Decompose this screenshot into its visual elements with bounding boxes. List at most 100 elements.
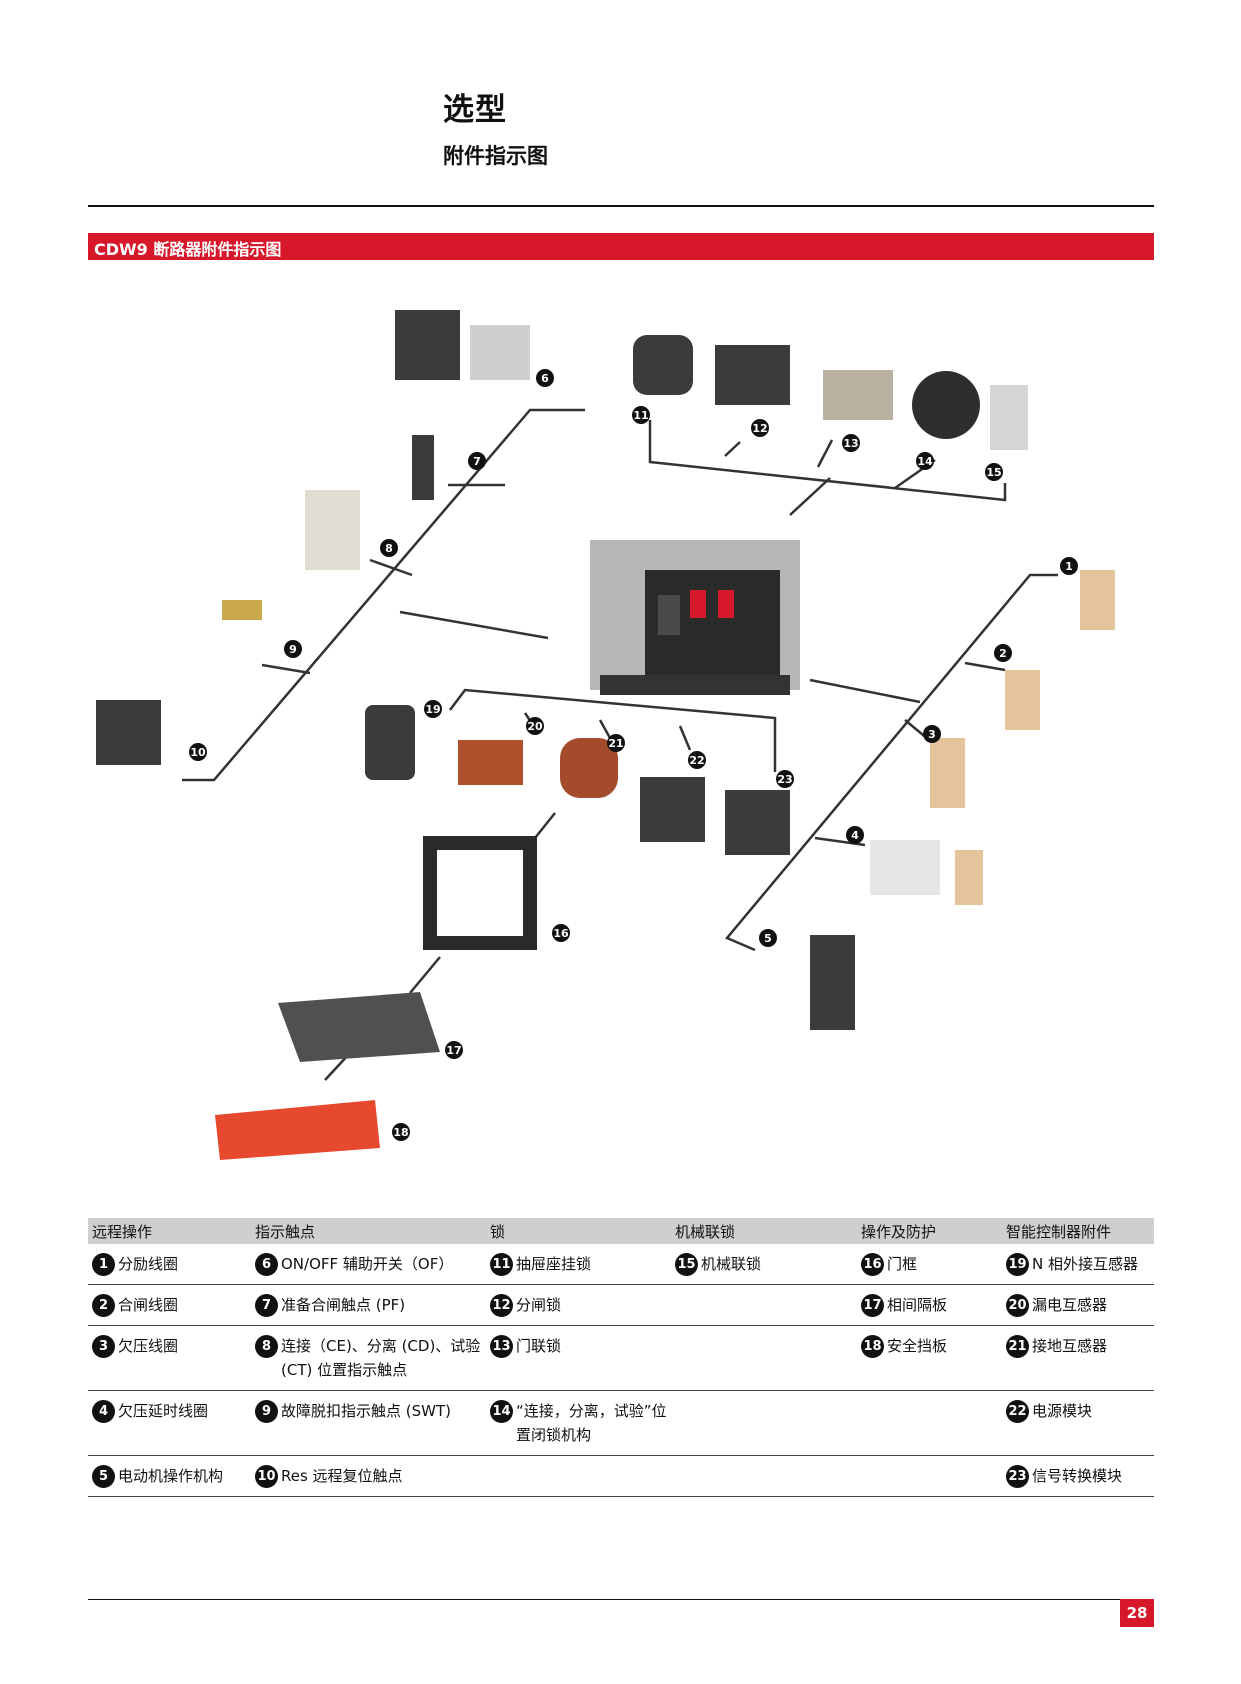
accessory-label: Res 远程复位触点 bbox=[281, 1467, 403, 1485]
callout-16: 16 bbox=[552, 924, 570, 942]
number-badge: 17 bbox=[861, 1294, 884, 1317]
callout-8: 8 bbox=[380, 539, 398, 557]
number-badge: 10 bbox=[255, 1465, 278, 1488]
callout-18: 18 bbox=[392, 1123, 410, 1141]
callout-badges: 1 2 3 4 5 6 7 8 9 10 11 12 13 14 15 16 1… bbox=[189, 369, 1078, 1141]
svg-text:11: 11 bbox=[633, 409, 648, 422]
accessory-label: 信号转换模块 bbox=[1032, 1467, 1123, 1485]
table-cell bbox=[486, 1455, 671, 1497]
accessory-label: 准备合闸触点 (PF) bbox=[281, 1296, 406, 1314]
table-cell bbox=[671, 1390, 857, 1456]
svg-text:22: 22 bbox=[689, 754, 704, 767]
svg-text:7: 7 bbox=[473, 455, 481, 468]
banner-title: CDW9 断路器附件指示图 bbox=[94, 240, 282, 259]
table-cell bbox=[671, 1325, 857, 1391]
accessory-label: 安全挡板 bbox=[887, 1337, 948, 1355]
page-number: 28 bbox=[1120, 1599, 1154, 1627]
table-cell bbox=[857, 1390, 1002, 1456]
svg-text:20: 20 bbox=[527, 720, 543, 733]
accessory-label: 门框 bbox=[887, 1255, 918, 1273]
svg-text:3: 3 bbox=[928, 728, 936, 741]
number-badge: 23 bbox=[1006, 1465, 1029, 1488]
page-title: 选型 bbox=[443, 92, 507, 128]
accessory-label: 门联锁 bbox=[516, 1337, 562, 1355]
number-badge: 18 bbox=[861, 1335, 884, 1358]
col-header: 指示触点 bbox=[251, 1218, 486, 1244]
table-header-row: 远程操作 指示触点 锁 机械联锁 操作及防护 智能控制器附件 bbox=[88, 1218, 1154, 1244]
number-badge: 1 bbox=[92, 1253, 115, 1276]
col-header: 远程操作 bbox=[88, 1218, 251, 1244]
callout-5: 5 bbox=[759, 929, 777, 947]
callout-3: 3 bbox=[923, 725, 941, 743]
svg-text:14: 14 bbox=[917, 455, 933, 468]
accessory-label: 合闸线圈 bbox=[118, 1296, 179, 1314]
number-badge: 14 bbox=[490, 1400, 513, 1423]
accessory-label: 分闸锁 bbox=[516, 1296, 562, 1314]
accessory-label: 连接（CE)、分离 (CD)、试验 (CT) 位置指示触点 bbox=[281, 1337, 481, 1379]
table-cell bbox=[671, 1455, 857, 1497]
number-badge: 5 bbox=[92, 1465, 115, 1488]
number-badge: 13 bbox=[490, 1335, 513, 1358]
callout-12: 12 bbox=[751, 419, 769, 437]
accessory-label: 分励线圈 bbox=[118, 1255, 179, 1273]
svg-text:13: 13 bbox=[843, 437, 858, 450]
accessory-photos bbox=[96, 310, 1115, 1160]
callout-1: 1 bbox=[1060, 557, 1078, 575]
svg-text:9: 9 bbox=[289, 643, 297, 656]
accessory-label: 欠压线圈 bbox=[118, 1337, 179, 1355]
accessory-label: 接地互感器 bbox=[1032, 1337, 1108, 1355]
number-badge: 16 bbox=[861, 1253, 884, 1276]
accessory-label: 故障脱扣指示触点 (SWT) bbox=[281, 1402, 451, 1420]
table-cell bbox=[857, 1455, 1002, 1497]
number-badge: 22 bbox=[1006, 1400, 1029, 1423]
svg-text:16: 16 bbox=[553, 927, 569, 940]
callout-4: 4 bbox=[846, 826, 864, 844]
section-banner: CDW9 断路器附件指示图 bbox=[88, 233, 1154, 260]
accessory-label: ON/OFF 辅助开关（OF） bbox=[281, 1255, 454, 1273]
bottom-divider bbox=[88, 1599, 1154, 1600]
table-cell: 14“连接，分离，试验”位置闭锁机构 bbox=[486, 1390, 671, 1456]
top-divider bbox=[88, 205, 1154, 207]
number-badge: 19 bbox=[1006, 1253, 1029, 1276]
col-header: 智能控制器附件 bbox=[1002, 1218, 1154, 1244]
svg-text:10: 10 bbox=[190, 746, 206, 759]
callout-14: 14 bbox=[916, 452, 934, 470]
callout-15: 15 bbox=[985, 463, 1003, 481]
svg-text:4: 4 bbox=[851, 829, 859, 842]
callout-10: 10 bbox=[189, 743, 207, 761]
callout-6: 6 bbox=[536, 369, 554, 387]
col-header: 操作及防护 bbox=[857, 1218, 1002, 1244]
accessory-label: 漏电互感器 bbox=[1032, 1296, 1108, 1314]
callout-11: 11 bbox=[632, 406, 650, 424]
svg-text:21: 21 bbox=[608, 737, 623, 750]
accessory-label: 欠压延时线圈 bbox=[118, 1402, 209, 1420]
number-badge: 9 bbox=[255, 1400, 278, 1423]
connector-lines bbox=[182, 408, 1058, 1081]
svg-text:12: 12 bbox=[752, 422, 767, 435]
callout-21: 21 bbox=[607, 734, 625, 752]
accessory-label: N 相外接互感器 bbox=[1032, 1255, 1138, 1273]
breaker-illustration bbox=[590, 540, 800, 695]
svg-text:18: 18 bbox=[393, 1126, 408, 1139]
